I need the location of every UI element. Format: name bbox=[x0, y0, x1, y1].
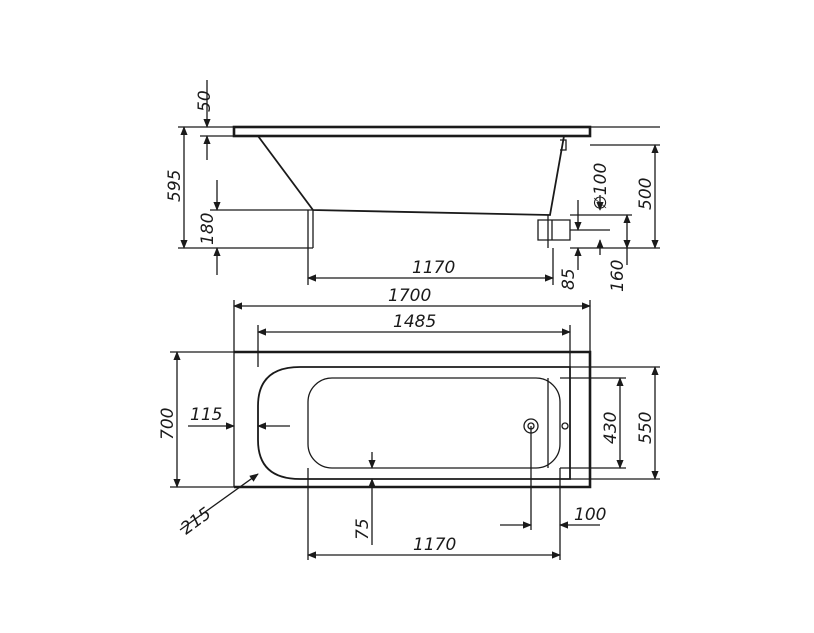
dim-160-label: 160 bbox=[608, 260, 628, 292]
dim-500-label: 500 bbox=[636, 178, 656, 210]
side-view: 50 595 180 1170 ∅100 500 85 160 bbox=[165, 80, 660, 292]
top-ext-top bbox=[233, 300, 591, 367]
dim-50-label: 50 bbox=[195, 90, 215, 112]
dim-115-label: 115 bbox=[190, 405, 222, 425]
top-ext-right bbox=[560, 366, 660, 480]
overflow-fitting bbox=[560, 139, 567, 151]
top-view: 1700 1485 700 115 430 550 215 75 100 117… bbox=[158, 286, 660, 560]
side-foot-left bbox=[307, 210, 314, 248]
drain-fitting bbox=[537, 219, 571, 241]
side-ext-right bbox=[570, 126, 660, 249]
dim-85-label: 85 bbox=[559, 268, 579, 290]
dim-700-label: 700 bbox=[158, 408, 178, 440]
dim-d100-label: ∅100 bbox=[591, 163, 611, 210]
dim-550-label: 550 bbox=[636, 412, 656, 444]
dim-1170-side-label: 1170 bbox=[412, 258, 455, 278]
dim-1485-label: 1485 bbox=[393, 312, 436, 332]
dim-75-label: 75 bbox=[353, 518, 373, 540]
dim-1170-top-label: 1170 bbox=[413, 535, 456, 555]
dim-215-line bbox=[179, 473, 259, 531]
top-rim-outline bbox=[257, 366, 571, 480]
dim-180-label: 180 bbox=[198, 213, 218, 245]
top-basin bbox=[307, 377, 561, 469]
top-outer bbox=[234, 350, 592, 489]
dim-430-label: 430 bbox=[601, 412, 621, 444]
top-ext-left bbox=[170, 351, 234, 488]
dim-595-label: 595 bbox=[165, 170, 185, 202]
side-rim bbox=[232, 125, 592, 138]
dim-1700-label: 1700 bbox=[388, 286, 431, 306]
overflow-icon bbox=[561, 422, 569, 430]
side-body bbox=[257, 135, 565, 216]
dim-100-label: 100 bbox=[574, 505, 606, 525]
top-ext-bottom bbox=[307, 426, 561, 560]
